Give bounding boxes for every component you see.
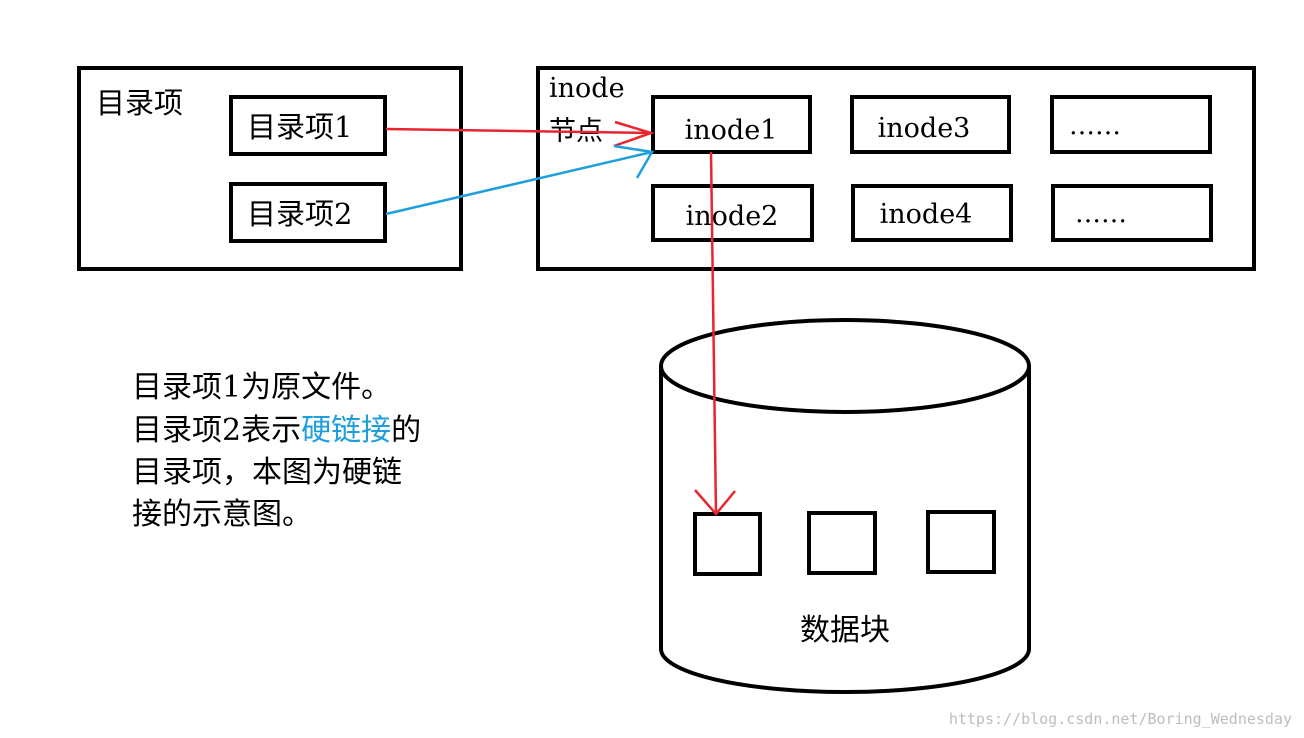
caption-highlight-hard-link: 硬链接 <box>301 413 391 448</box>
data-store-label: 数据块 <box>800 613 890 648</box>
directory-entry-2-label: 目录项2 <box>247 197 352 231</box>
directory-entry-1-box <box>229 95 387 156</box>
caption-line-4: 接的示意图。 <box>132 497 312 532</box>
data-store-cylinder: 数据块 <box>659 318 1031 694</box>
inode-panel-title-line1: inode <box>549 73 625 104</box>
caption-line-2: 目录项2表示硬链接的 <box>132 413 421 448</box>
cylinder-body <box>659 366 1031 694</box>
caption-line-3: 目录项，本图为硬链 <box>132 455 402 490</box>
inode-box-1 <box>651 95 812 154</box>
inode-panel: inode 节点 inode1 inode3 …… inode2 inode4 … <box>536 66 1256 271</box>
inode-box-3 <box>850 95 1011 154</box>
data-block-2 <box>807 511 877 575</box>
red-arrowhead-inode1 <box>613 120 656 148</box>
directory-panel: 目录项 目录项1 目录项2 <box>77 66 463 271</box>
link-arrows <box>385 120 736 516</box>
caption-line-1: 目录项1为原文件。 <box>132 370 391 405</box>
inode-box-4 <box>851 184 1013 242</box>
inode-box-more-1-label: …… <box>1069 111 1121 141</box>
inode-box-3-label: inode3 <box>878 113 971 144</box>
directory-panel-frame <box>77 66 463 271</box>
blue-link-entry2-to-inode1 <box>385 150 653 216</box>
red-arrowhead-data <box>694 489 736 516</box>
caption: 目录项1为原文件。 目录项2表示硬链接的 目录项，本图为硬链 接的示意图。 <box>132 370 421 532</box>
red-link-inode1-to-data <box>709 151 718 515</box>
data-block-1 <box>693 512 762 576</box>
inode-box-more-1 <box>1050 95 1212 154</box>
data-block-3 <box>926 510 996 574</box>
inode-box-1-label: inode1 <box>685 115 778 146</box>
inode-box-more-2-label: …… <box>1075 199 1127 229</box>
caption-line-2-prefix: 目录项2表示 <box>132 413 301 448</box>
directory-entry-2-box <box>229 182 387 243</box>
inode-box-more-2 <box>1051 184 1213 242</box>
directory-entry-1-label: 目录项1 <box>247 110 352 144</box>
blue-arrowhead-inode1 <box>613 144 654 179</box>
red-link-entry1-to-inode1 <box>385 127 652 135</box>
caption-line-2-suffix: 的 <box>391 413 421 448</box>
watermark: https://blog.csdn.net/Boring_Wednesday <box>949 710 1292 728</box>
inode-box-2-label: inode2 <box>686 201 779 232</box>
cylinder-top <box>659 318 1031 414</box>
inode-box-2 <box>651 184 814 242</box>
inode-panel-frame <box>536 66 1256 271</box>
directory-panel-title: 目录项 <box>96 86 183 120</box>
inode-box-4-label: inode4 <box>880 199 973 230</box>
